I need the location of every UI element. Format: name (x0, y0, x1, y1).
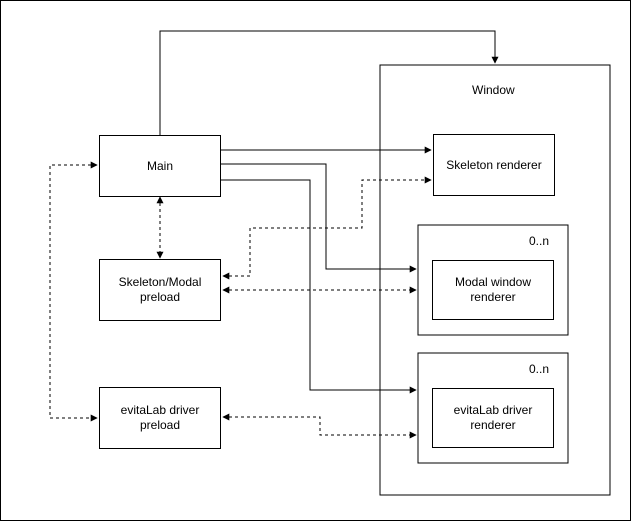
edge-skeleton-preload-skeleton-renderer (222, 176, 432, 280)
evitalab-driver-renderer-label: evitaLab driver renderer (453, 403, 533, 432)
window-title: Window (472, 83, 515, 97)
evitalab-driver-preload-label: evitaLab driver preload (120, 403, 200, 432)
window-container (379, 64, 611, 496)
driver-renderer-group (417, 352, 569, 464)
edge-main-driver-preload (49, 161, 98, 422)
modal-renderer-group (417, 224, 569, 336)
modal-multiplicity: 0..n (529, 234, 550, 248)
edge-main-to-window (159, 30, 499, 135)
evitalab-driver-preload-node: evitaLab driver preload (99, 387, 221, 449)
skeleton-modal-preload-node: Skeleton/Modal preload (99, 259, 221, 321)
skeleton-renderer-label: Skeleton renderer (446, 157, 542, 172)
main-node: Main (99, 135, 221, 197)
modal-window-renderer-label: Modal window renderer (454, 275, 532, 304)
edge-driver-preload-driver-renderer (222, 413, 417, 439)
main-node-label: Main (146, 158, 173, 173)
skeleton-modal-preload-label: Skeleton/Modal preload (118, 275, 202, 304)
skeleton-renderer-node: Skeleton renderer (433, 134, 555, 196)
evitalab-driver-renderer-node: evitaLab driver renderer (432, 388, 554, 448)
driver-multiplicity: 0..n (529, 362, 550, 376)
edge-main-to-driver-renderer (221, 179, 417, 394)
modal-window-renderer-node: Modal window renderer (432, 260, 554, 320)
